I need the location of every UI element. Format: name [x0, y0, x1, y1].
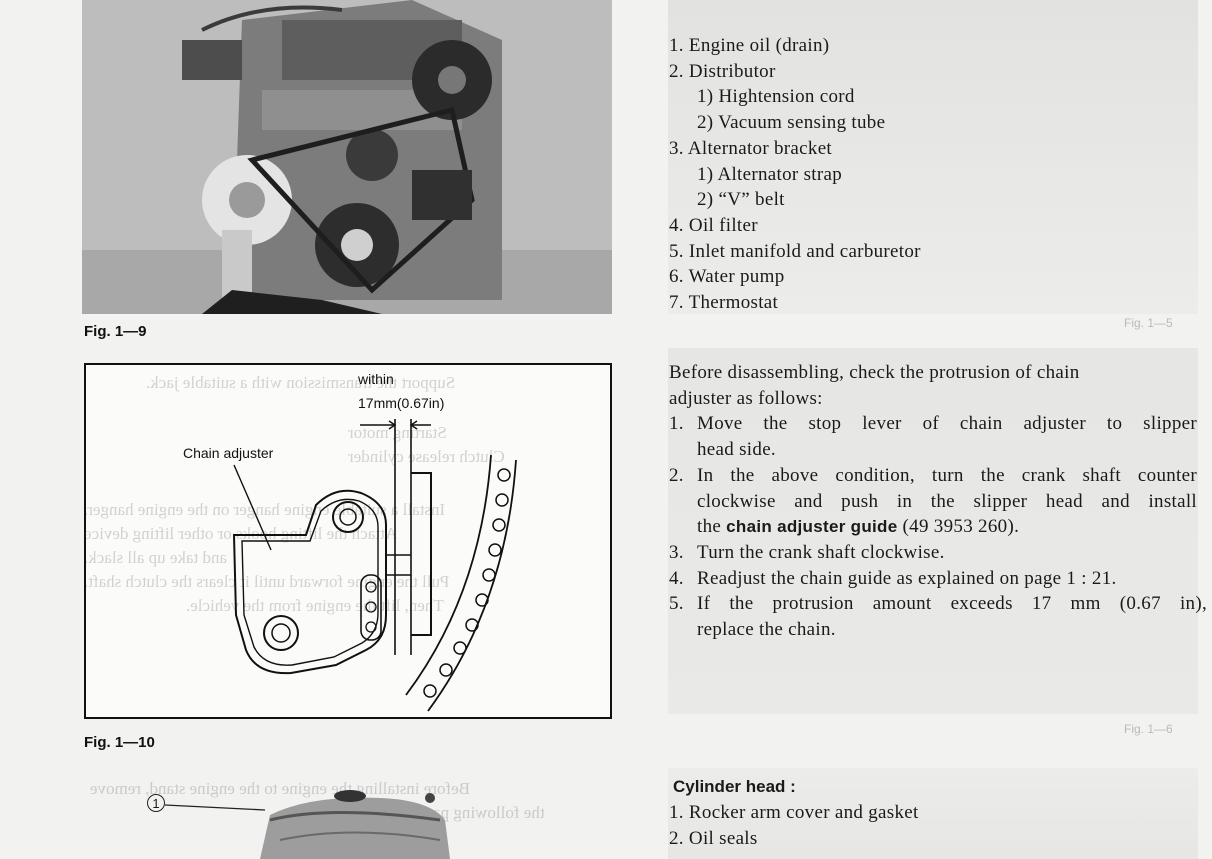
list-item: 2. Oil seals	[669, 827, 758, 849]
fig-1-9-caption: Fig. 1—9	[84, 323, 147, 340]
fig-1-5-ghost-caption: Fig. 1—5	[1124, 316, 1173, 330]
tool-name: chain adjuster guide	[726, 517, 898, 537]
cylinder-head-photo	[250, 790, 450, 859]
list-item: 5. Inlet manifold and carburetor	[669, 240, 921, 262]
fig-1-10-caption: Fig. 1—10	[84, 734, 155, 751]
list-sub-item: 2) “V” belt	[697, 189, 785, 211]
list-item: 6. Water pump	[669, 266, 785, 288]
list-sub-item: 2) Vacuum sensing tube	[697, 112, 886, 134]
measurement-label: 17mm(0.67in)	[358, 395, 445, 411]
removal-parts-list: 1. Engine oil (drain) 2. Distributor 1) …	[669, 33, 921, 316]
list-item: 3. Alternator bracket	[669, 137, 833, 159]
faded-photo-bottom	[668, 768, 1198, 859]
list-item: 2. Distributor	[669, 60, 776, 82]
fig-1-6-faded-photo	[668, 348, 1198, 714]
procedure-step: 2. In the above condition, turn the cran…	[669, 464, 1197, 538]
list-item: 4. Oil filter	[669, 214, 758, 236]
procedure-intro: Before disassembling, check the protrusi…	[669, 362, 1080, 383]
callout-leader-line	[165, 804, 265, 811]
list-item: 1. Rocker arm cover and gasket	[669, 802, 919, 823]
list-sub-item: 1) Hightension cord	[697, 86, 855, 108]
fig-1-6-ghost-caption: Fig. 1—6	[1124, 722, 1173, 736]
procedure-intro: adjuster as follows:	[669, 387, 823, 409]
fig-1-5-faded-photo	[668, 0, 1198, 314]
cylinder-head-list: 1. Rocker arm cover and gasket 2. Oil se…	[669, 800, 919, 851]
engine-photo-fig-1-9	[82, 0, 612, 314]
procedure-step: 3. Turn the crank shaft clockwise.	[669, 541, 945, 563]
chain-adjuster-procedure: Before disassembling, check the protrusi…	[669, 360, 1207, 643]
within-label: within	[358, 371, 394, 387]
callout-number-1: 1	[147, 794, 165, 812]
procedure-step: 5. If the protrusion amount exceeds 17 m…	[669, 593, 1207, 641]
procedure-step: 1. Move the stop lever of chain adjuster…	[669, 413, 1197, 461]
list-sub-item: 1) Alternator strap	[697, 163, 843, 185]
chain-adjuster-label: Chain adjuster	[183, 445, 274, 461]
list-item: 7. Thermostat	[669, 292, 779, 314]
procedure-step: 4. Readjust the chain guide as explained…	[669, 567, 1117, 589]
chain-adjuster-diagram: Support the transmission with a suitable…	[84, 363, 612, 719]
list-item: 1. Engine oil (drain)	[669, 35, 830, 56]
cylinder-head-heading: Cylinder head :	[673, 777, 796, 796]
